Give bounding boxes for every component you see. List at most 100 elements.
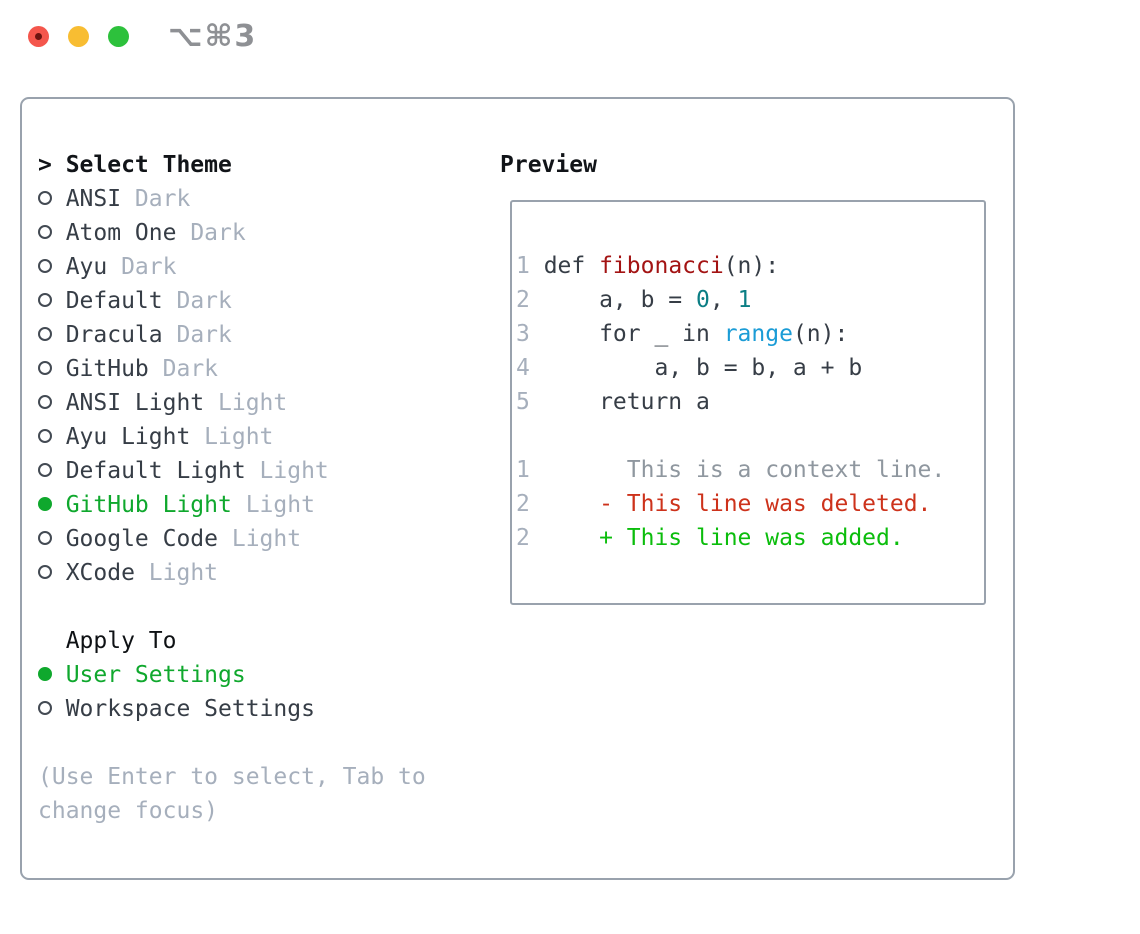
code-segment: 0 xyxy=(696,287,710,313)
theme-option[interactable]: ANSI Dark xyxy=(38,182,453,216)
select-theme-header: > Select Theme xyxy=(38,148,453,182)
theme-name: Ayu Light xyxy=(65,424,191,450)
line-number: 2 xyxy=(516,491,530,517)
theme-option[interactable]: Dracula Dark xyxy=(38,318,453,352)
apply-option[interactable]: User Settings xyxy=(38,658,453,692)
theme-option[interactable]: Ayu Light Light xyxy=(38,420,453,454)
theme-variant: Dark xyxy=(190,220,246,246)
theme-variant: Light xyxy=(259,458,329,484)
line-number: 2 xyxy=(516,525,530,551)
preview-header: Preview xyxy=(500,152,597,178)
record-dot-icon xyxy=(35,33,42,40)
radio-icon xyxy=(38,216,66,250)
theme-option[interactable]: GitHub Dark xyxy=(38,352,453,386)
apply-option-name: Workspace Settings xyxy=(65,696,315,722)
theme-variant: Dark xyxy=(176,288,232,314)
apply-option[interactable]: Workspace Settings xyxy=(38,692,453,726)
radio-icon xyxy=(38,284,66,318)
titlebar: ⌥⌘3 xyxy=(0,0,1140,72)
radio-circle xyxy=(38,463,52,477)
radio-icon xyxy=(38,556,66,590)
theme-name: Dracula xyxy=(65,322,163,348)
theme-variant: Light xyxy=(148,560,219,586)
theme-variant: Dark xyxy=(121,254,177,280)
theme-option[interactable]: Ayu Dark xyxy=(38,250,453,284)
minimize-button[interactable] xyxy=(68,26,89,47)
window-title: ⌥⌘3 xyxy=(168,19,258,54)
select-theme-label: Select Theme xyxy=(65,152,232,178)
line-number: 5 xyxy=(516,389,530,415)
code-line: 2 a, b = 0, 1 xyxy=(516,283,984,317)
keyboard-hint: (Use Enter to select, Tab to change focu… xyxy=(38,764,426,824)
code-line: 2 - This line was deleted. xyxy=(516,487,984,521)
code-segment: 1 xyxy=(737,287,752,313)
code-segment: (n): xyxy=(723,253,780,279)
theme-name: Google Code xyxy=(65,526,219,552)
theme-option[interactable]: ANSI Light Light xyxy=(38,386,453,420)
theme-option[interactable]: GitHub Light Light xyxy=(38,488,453,522)
radio-icon xyxy=(38,420,66,454)
code-segment: range xyxy=(723,321,793,347)
theme-option[interactable]: Google Code Light xyxy=(38,522,453,556)
apply-to-label: Apply To xyxy=(65,628,177,654)
theme-name: XCode xyxy=(65,560,135,586)
radio-icon xyxy=(38,522,66,556)
theme-variant: Dark xyxy=(176,322,232,348)
code-line xyxy=(516,419,984,453)
radio-icon xyxy=(38,386,66,420)
code-segment: , xyxy=(709,287,738,313)
radio-icon xyxy=(38,182,66,216)
radio-circle xyxy=(38,667,52,681)
theme-variant: Light xyxy=(231,526,302,552)
theme-variant: Light xyxy=(218,390,288,416)
radio-icon xyxy=(38,318,66,352)
close-button[interactable] xyxy=(28,26,49,47)
radio-circle xyxy=(38,225,52,239)
radio-circle xyxy=(38,361,52,375)
radio-circle xyxy=(38,191,52,205)
theme-name: GitHub xyxy=(65,356,149,382)
radio-circle xyxy=(38,531,52,545)
theme-name: ANSI Light xyxy=(65,390,205,416)
theme-variant: Dark xyxy=(134,186,191,212)
theme-variant: Light xyxy=(204,424,274,450)
theme-name: Atom One xyxy=(65,220,177,246)
radio-circle xyxy=(38,429,52,443)
radio-circle xyxy=(38,327,52,341)
code-segment: fibonacci xyxy=(599,253,724,279)
code-segment: a, b = b, a + b xyxy=(543,355,863,381)
code-segment: def xyxy=(543,253,600,279)
code-segment: (n): xyxy=(792,321,849,347)
radio-selected-icon xyxy=(38,658,66,692)
theme-option[interactable]: Atom One Dark xyxy=(38,216,453,250)
theme-name: GitHub Light xyxy=(65,492,232,518)
code-segment: for _ in xyxy=(543,321,724,347)
radio-circle xyxy=(38,565,52,579)
code-line: 2 + This line was added. xyxy=(516,521,984,555)
theme-option[interactable]: XCode Light xyxy=(38,556,453,590)
code-line: 4 a, b = b, a + b xyxy=(516,351,984,385)
line-number: 3 xyxy=(516,321,530,347)
theme-name: ANSI xyxy=(65,186,122,212)
line-number: 1 xyxy=(516,253,530,279)
theme-name: Ayu xyxy=(65,254,108,280)
theme-variant: Dark xyxy=(162,356,219,382)
spacer xyxy=(38,590,453,624)
radio-icon xyxy=(38,692,66,726)
theme-variant: Light xyxy=(245,492,315,518)
radio-circle xyxy=(38,497,52,511)
code-line: 3 for _ in range(n): xyxy=(516,317,984,351)
prompt-caret-icon: > xyxy=(38,152,52,178)
code-segment: return a xyxy=(543,389,710,415)
maximize-button[interactable] xyxy=(108,26,129,47)
line-number: 4 xyxy=(516,355,530,381)
code-line: 5 return a xyxy=(516,385,984,419)
